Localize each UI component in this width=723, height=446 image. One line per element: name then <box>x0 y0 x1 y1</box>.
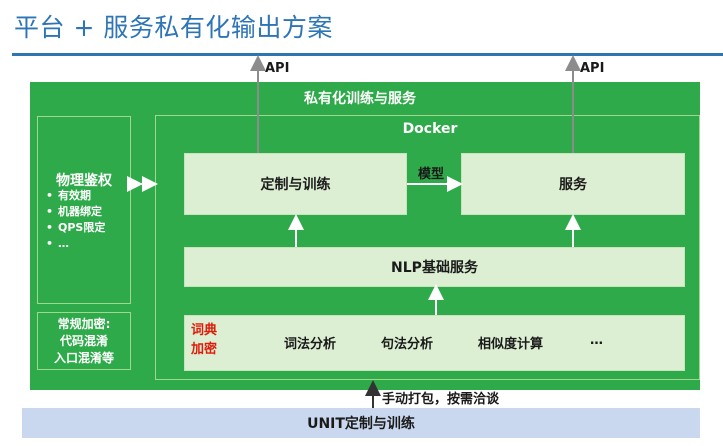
lexicon-services-box <box>184 315 685 371</box>
manual-package-note: 手动打包，按需洽谈 <box>382 392 500 407</box>
dictionary-encryption-line: 词典 <box>191 323 218 338</box>
encryption-line: 入口混淆等 <box>53 350 114 365</box>
physical-auth-title: 物理鉴权 <box>56 173 112 189</box>
encryption-panel: 常规加密: 代码混淆 入口混淆等 <box>37 312 131 370</box>
physical-auth-item: … <box>46 236 136 252</box>
similarity-label: 相似度计算 <box>478 337 544 352</box>
unit-customize-train-label: UNIT定制与训练 <box>307 416 415 432</box>
model-label: 模型 <box>418 167 445 182</box>
docker-title: Docker <box>402 121 458 137</box>
api-label-left: API <box>265 61 290 76</box>
dictionary-encryption-tag: 词典 加密 <box>191 321 217 359</box>
service-label: 服务 <box>559 177 587 193</box>
physical-auth-item: 有效期 <box>46 188 136 204</box>
nlp-basic-service-label: NLP基础服务 <box>391 260 478 276</box>
customize-train-label: 定制与训练 <box>260 177 331 193</box>
syntax-analysis-label: 句法分析 <box>381 337 434 352</box>
physical-auth-list: 有效期 机器绑定 QPS限定 … <box>46 188 136 252</box>
unit-customize-train-bar: UNIT定制与训练 <box>22 408 700 438</box>
dictionary-encryption-line: 加密 <box>191 342 218 357</box>
physical-auth-item: 机器绑定 <box>46 204 136 220</box>
page-title: 平台 + 服务私有化输出方案 <box>14 13 333 42</box>
api-label-right: API <box>580 61 605 76</box>
encryption-line: 常规加密: <box>57 316 111 331</box>
title-underline <box>12 53 723 56</box>
more-ellipsis-label: … <box>590 333 603 348</box>
nlp-basic-service-box: NLP基础服务 <box>184 247 685 287</box>
customize-train-box: 定制与训练 <box>184 153 407 215</box>
lexical-analysis-label: 词法分析 <box>284 337 337 352</box>
physical-auth-item: QPS限定 <box>46 220 136 236</box>
private-training-service-title: 私有化训练与服务 <box>304 91 416 107</box>
encryption-line: 代码混淆 <box>59 333 108 348</box>
